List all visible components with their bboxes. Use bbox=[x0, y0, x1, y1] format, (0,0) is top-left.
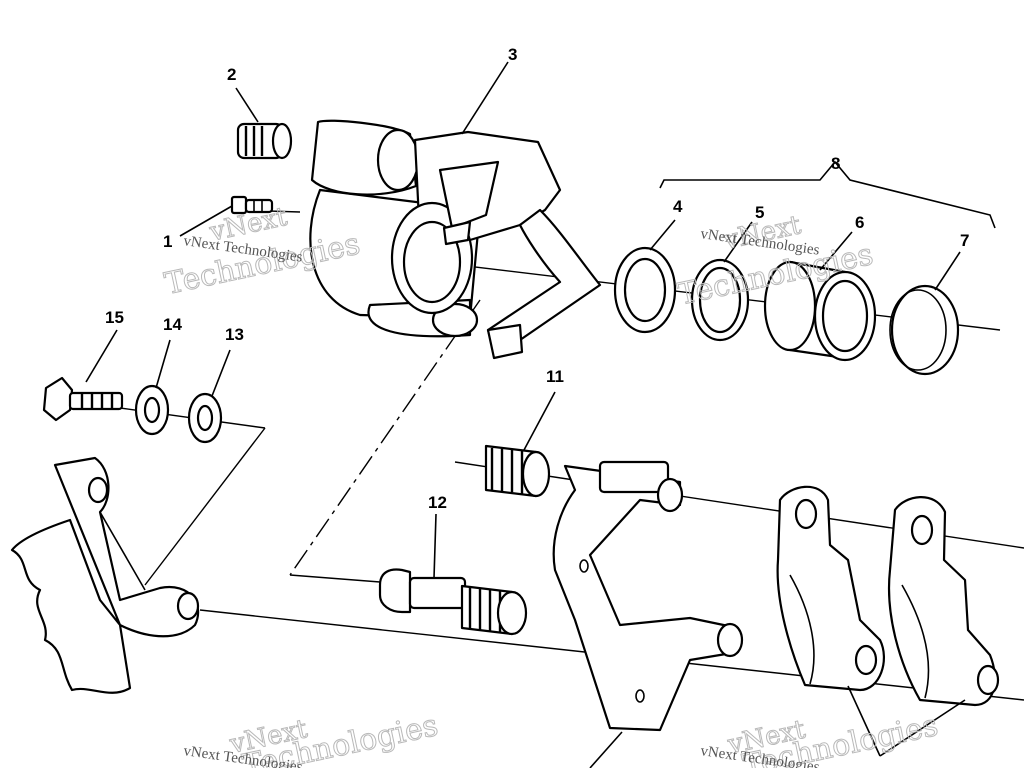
label-part-1: 1 bbox=[163, 232, 172, 251]
caliper-housing-part bbox=[309, 119, 602, 360]
label-part-11: 11 bbox=[546, 367, 564, 386]
label-part-3: 3 bbox=[508, 45, 517, 64]
label-part-7: 7 bbox=[960, 231, 969, 250]
label-part-5: 5 bbox=[755, 203, 764, 222]
label-part-6: 6 bbox=[855, 213, 864, 232]
label-part-12: 12 bbox=[428, 493, 447, 512]
bolt-part-15 bbox=[42, 376, 124, 422]
washer-part-13 bbox=[187, 392, 223, 444]
piston-part-6 bbox=[763, 260, 877, 362]
boot-part-11 bbox=[484, 444, 551, 498]
label-part-14: 14 bbox=[163, 315, 182, 334]
label-part-13: 13 bbox=[225, 325, 244, 344]
caliper-bracket bbox=[552, 460, 744, 732]
label-part-15: 15 bbox=[105, 308, 124, 327]
brake-pad-inner bbox=[776, 485, 885, 692]
label-part-8: 8 bbox=[831, 154, 840, 173]
leader-lines bbox=[85, 61, 966, 768]
piston-cap-part-7 bbox=[889, 284, 960, 376]
brake-pad-outer bbox=[887, 496, 1000, 707]
part-labels: 2 3 1 8 4 5 6 7 15 14 13 11 12 bbox=[105, 45, 969, 512]
bleeder-valve-part bbox=[230, 195, 274, 215]
label-part-2: 2 bbox=[227, 65, 236, 84]
bleeder-screw-part bbox=[236, 122, 293, 160]
seal-ring-part-4 bbox=[613, 246, 677, 334]
mounting-bracket bbox=[10, 456, 200, 694]
seal-ring-part-5 bbox=[690, 258, 750, 342]
label-part-4: 4 bbox=[673, 197, 683, 216]
kit-bracket bbox=[659, 160, 996, 229]
guide-pin-part-12 bbox=[378, 568, 528, 636]
lock-washer-part-14 bbox=[134, 384, 170, 436]
